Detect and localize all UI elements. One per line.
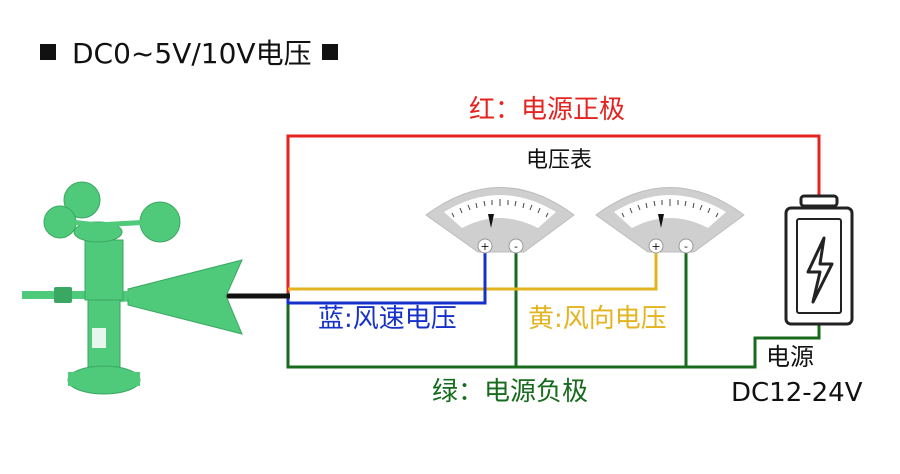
square-bullet-icon: [40, 44, 56, 60]
square-bullet-icon: [321, 44, 338, 60]
voltmeter-title: 电压表: [526, 148, 593, 173]
yellow-wire: [288, 246, 658, 291]
green-wire-label: 绿：电源负极: [432, 377, 589, 407]
blue-wire: [286, 246, 487, 305]
voltmeter-wind-direction: + -: [595, 187, 745, 254]
power-supply-spec: DC12-24V: [731, 378, 863, 408]
blue-wire-label: 蓝:风速电压: [318, 304, 457, 334]
green-wire: [286, 293, 821, 369]
red-wire-label: 红：电源正极: [469, 95, 626, 125]
page-title-text: DC0~5V/10V电压: [72, 37, 312, 70]
page-title: DC0~5V/10V电压: [40, 40, 338, 68]
anemometer-sensor: [22, 181, 243, 395]
meter1-plus: +: [480, 240, 489, 253]
meter1-minus: -: [514, 240, 518, 253]
meter2-minus: -: [684, 240, 688, 253]
red-wire: [286, 134, 821, 293]
yellow-wire-label: 黄:风向电压: [528, 304, 667, 334]
battery-lightning-icon: [784, 194, 854, 326]
meter2-plus: +: [651, 240, 660, 253]
power-supply-label: 电源: [766, 343, 814, 371]
voltmeter-wind-speed: + -: [425, 187, 575, 254]
